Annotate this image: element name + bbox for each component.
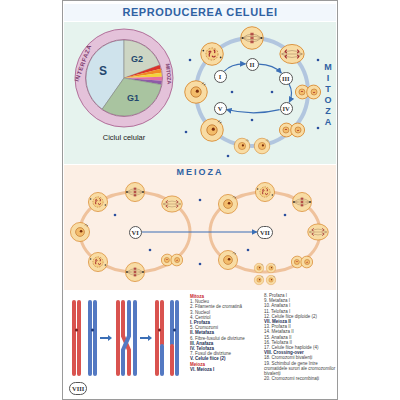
key-item: 17. Celule fiice haploide (4): [264, 345, 336, 350]
key-section: III. Anafaza: [190, 341, 262, 346]
stage-number-text: III: [282, 75, 290, 82]
key-item: 16. Telofaza II: [264, 340, 336, 345]
stage-number: I: [214, 70, 227, 83]
title-band: [64, 4, 336, 21]
key-heading: Mitoza: [190, 294, 262, 299]
stage-number: VII: [257, 226, 273, 239]
stage-number: III: [279, 72, 293, 85]
stage-number-text: II: [249, 61, 254, 68]
key-section: II. Metafaza: [190, 330, 262, 335]
key-item: 8. Profaza I: [264, 293, 336, 298]
key-item: 15. Anafaza II: [264, 335, 336, 340]
panel-heading: MITOZA: [323, 62, 333, 128]
poster-title: REPRODUCEREA CELULEI: [64, 4, 336, 21]
key-item: 7. Fusul de diviziune: [190, 351, 262, 356]
key-section: VII. Meioza II: [264, 319, 336, 324]
panel-heading: MEIOZA: [64, 167, 336, 177]
key-heading: Meioza: [190, 362, 262, 367]
key-column: Mitoza1. Nucleu2. Filamente de cromatină…: [190, 294, 262, 372]
key-section: VIII. Crossing-over: [264, 350, 336, 355]
stage-number-text: V: [218, 105, 223, 112]
key-item: 18. Cromozomi bivalenți: [264, 355, 336, 360]
key-item: 4. Centriol: [190, 315, 262, 320]
meiosis-panel: MEIOZA VI VII: [64, 165, 336, 290]
key-item: 12. Celule fiice diploide (2): [264, 314, 336, 319]
key-item: 10. Anafaza I: [264, 303, 336, 308]
key-item: 11. Telofaza I: [264, 309, 336, 314]
key-item: 20. Cromozomi recombinați: [264, 376, 336, 381]
crossing-over-chromosomes: [72, 300, 179, 376]
key-item: 1. Nucleu: [190, 299, 262, 304]
ring-label: MITOZA: [164, 63, 171, 84]
key-item: 3. Nucleol: [190, 310, 262, 315]
stage-number: II: [246, 58, 259, 71]
stage-number: V: [214, 102, 227, 115]
key-section: IV. Telofaza: [190, 346, 262, 351]
key-section: I. Profaza: [190, 320, 262, 325]
stage-number: VIII: [69, 382, 87, 395]
phase-label: G1: [127, 94, 139, 103]
stage-number-text: VII: [260, 229, 270, 236]
key-item: 6. Fibre-fusului de diviziune: [190, 336, 262, 341]
key-item: 19. Schimbul de gene între cromatidele s…: [264, 361, 336, 377]
stage-number-text: I: [219, 73, 222, 80]
phase-label: S: [99, 65, 107, 77]
key-section: VI. Meioza I: [190, 367, 262, 372]
key-column: 8. Profaza I9. Metafaza I10. Anafaza I11…: [264, 293, 336, 381]
phase-label: G2: [131, 55, 143, 64]
key-item: 5. Cromozomi: [190, 325, 262, 330]
stage-number-text: VIII: [72, 385, 84, 392]
key-item: 13. Profaza II: [264, 324, 336, 329]
key-item: 14. Metafaza II: [264, 329, 336, 334]
key-section: V. Celule fiice (2): [190, 356, 262, 361]
mitosis-panel: MITOZAIIIIIIIVV: [64, 22, 336, 164]
pie-caption: Ciclul celular: [103, 134, 146, 142]
stage-number: IV: [280, 102, 293, 115]
stage-number-text: VI: [132, 229, 139, 236]
key-item: 2. Filamente de cromatină: [190, 304, 262, 309]
stage-number: VI: [129, 226, 142, 239]
key-item: 9. Metafaza I: [264, 298, 336, 303]
stage-number-text: IV: [283, 105, 290, 112]
